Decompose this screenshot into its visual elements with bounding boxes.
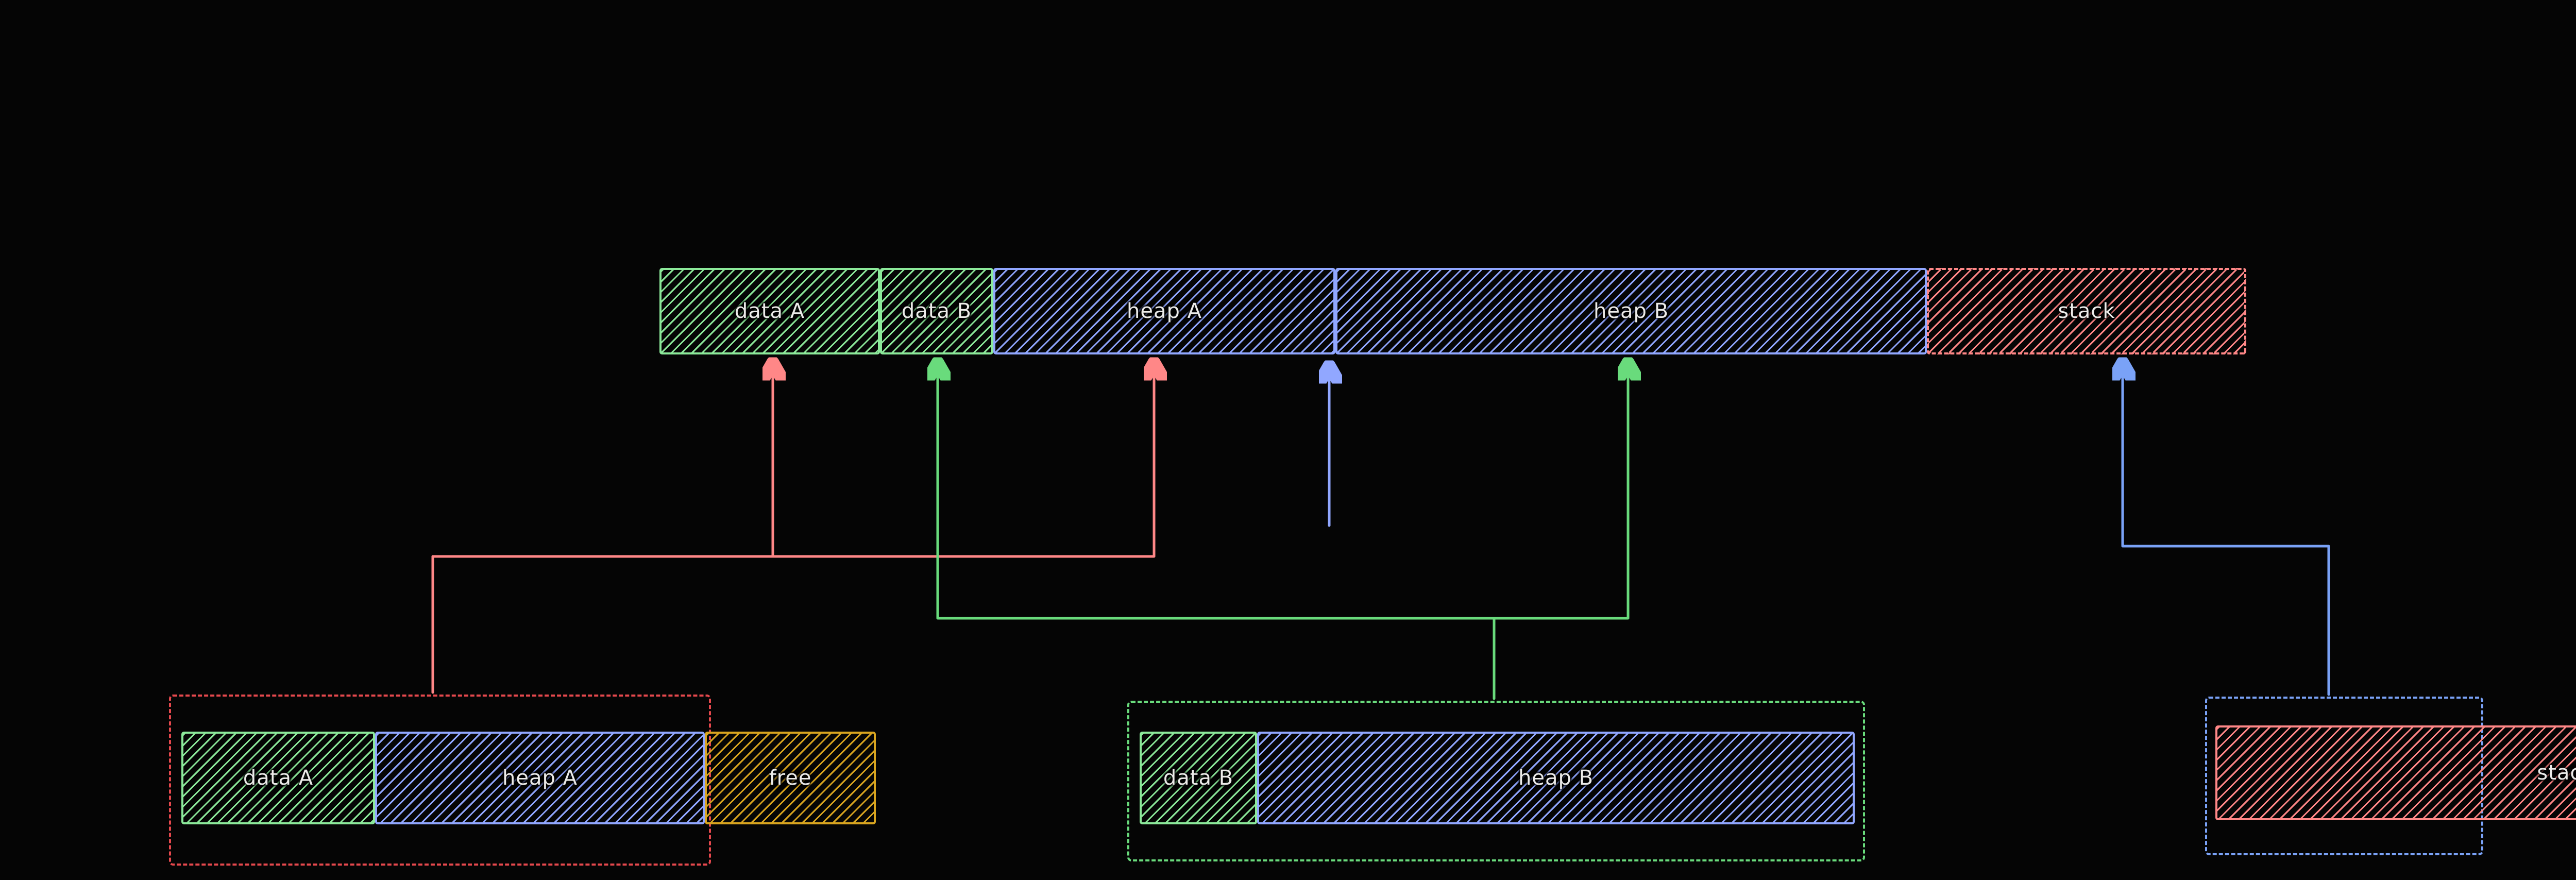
top-segment-heap-b: heap B [1335, 268, 1927, 354]
module-b-segment-data: data B [1140, 732, 1257, 824]
top-segment-data-b: data B [880, 268, 993, 354]
module-a-segment-free: free [705, 732, 876, 824]
module-a-segment-heap: heap A [375, 732, 705, 824]
module-c-segment-stack: stack [2215, 725, 2576, 820]
top-segment-heap-b-label: heap B [1593, 299, 1669, 323]
module-a-segment-free-label: free [769, 766, 812, 790]
arrow-module-a-to-heap-a [431, 364, 1154, 558]
module-b-box [1127, 701, 1865, 861]
top-segment-stack-label: stack [2058, 299, 2115, 323]
top-segment-stack: stack [1927, 268, 2246, 354]
module-a-segment-data: data A [181, 732, 375, 824]
module-c-segment-stack-label: stack [2537, 761, 2576, 785]
module-b-segment-heap-label: heap B [1518, 766, 1594, 790]
arrow-module-b-to-data-b [938, 364, 1496, 700]
module-a-segment-heap-label: heap A [502, 766, 578, 790]
top-segment-data-a-label: data A [734, 299, 805, 323]
top-segment-data-b-label: data B [901, 299, 972, 323]
top-segment-heap-a: heap A [993, 268, 1335, 354]
module-a-segment-data-label: data A [243, 766, 314, 790]
arrow-module-b-to-heap-b [1493, 364, 1628, 620]
module-b-segment-heap: heap B [1257, 732, 1855, 824]
arrow-module-c-to-stack [2123, 364, 2330, 696]
top-segment-data-a: data A [659, 268, 880, 354]
module-b-segment-data-label: data B [1163, 766, 1234, 790]
top-segment-heap-a-label: heap A [1127, 299, 1202, 323]
arrow-module-a-to-data-a [431, 364, 773, 694]
